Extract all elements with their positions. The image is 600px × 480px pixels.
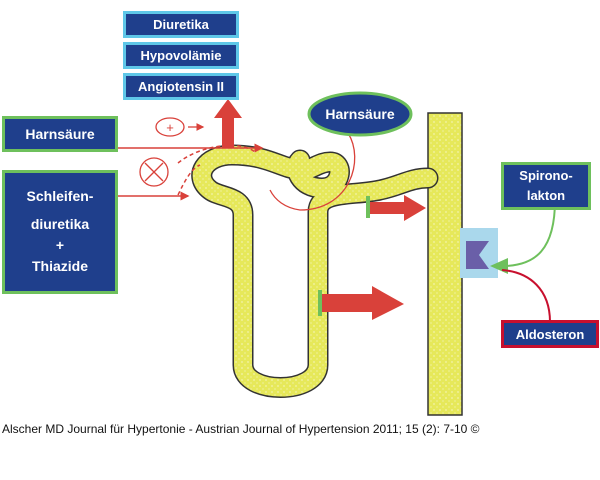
harnsaeure-oval — [307, 91, 413, 137]
spirono-label: Spirono- — [519, 167, 573, 183]
angiotensin-label: Angiotensin II — [138, 79, 224, 94]
lakton-label: lakton — [526, 188, 566, 203]
nephron-tubule — [191, 144, 439, 398]
harnsaeure-oval-label: Harnsäure — [325, 106, 394, 122]
loop-right-arrow — [318, 286, 404, 320]
plus-label: + — [55, 236, 65, 253]
reabsorption-up-arrow — [214, 99, 242, 148]
hypovolaemie-box: Hypovolämie — [123, 42, 239, 69]
aldosterone-receptor — [466, 241, 489, 269]
harnsaeure-label: Harnsäure — [25, 126, 95, 142]
diuretika-box: Diuretika — [123, 11, 239, 38]
diuretika-label: Diuretika — [153, 17, 209, 32]
aldosteron-label: Aldosteron — [515, 326, 585, 342]
spironolakton-box: Spirono- lakton — [501, 162, 591, 210]
plus-symbol: + — [166, 120, 174, 135]
flow-dashed-line-lower — [177, 164, 201, 196]
thiazide-label: Thiazide — [31, 258, 88, 275]
harnsaeure-box: Harnsäure — [2, 116, 118, 152]
hypovolaemie-label: Hypovolämie — [140, 48, 222, 63]
diuretics-thiazide-box: Schleifen- diuretika + Thiazide — [2, 170, 118, 294]
schleifen-label: Schleifen- — [26, 188, 94, 205]
flow-dashed-line — [177, 144, 256, 164]
angiotensin-box: Angiotensin II — [123, 73, 239, 100]
harnsaeure-secretion-line — [269, 132, 356, 211]
diuretika-line-label: diuretika — [30, 215, 90, 232]
nephron-diagram: + Harnsäure — [118, 91, 556, 416]
inhibition-symbol — [139, 157, 169, 187]
aldosteron-box: Aldosteron — [501, 320, 599, 348]
aldosteron-line — [501, 269, 551, 323]
stimulation-symbol: + — [155, 117, 205, 137]
distal-right-arrow — [368, 195, 426, 221]
collecting-duct — [427, 112, 463, 416]
spironolakton-line — [504, 199, 556, 267]
figure-caption: Alscher MD Journal für Hypertonie - Aust… — [2, 422, 480, 436]
